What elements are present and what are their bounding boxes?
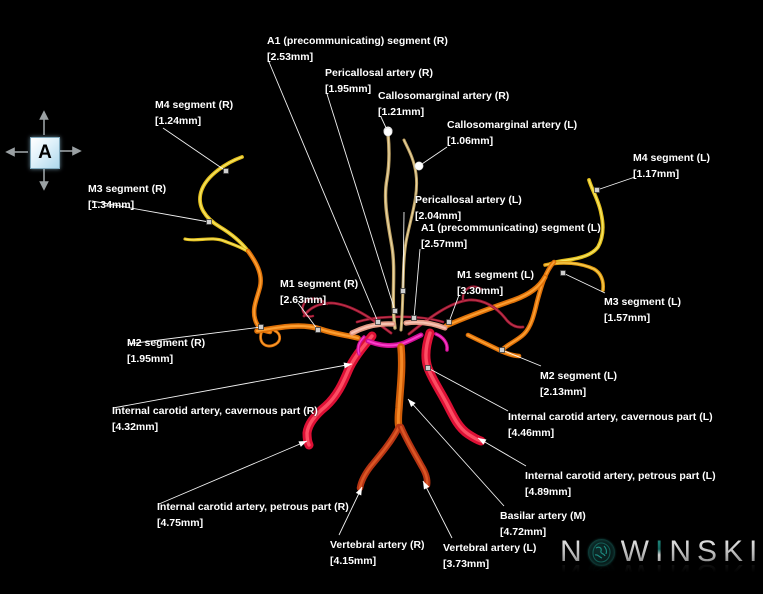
label-name: A1 (precommunicating) segment (L) [421, 222, 601, 234]
watermark-letter-0: N [560, 535, 582, 568]
orientation-marker[interactable]: A [2, 106, 88, 192]
label-name: Vertebral artery (L) [443, 542, 537, 554]
watermark-letter-5: S [697, 535, 718, 568]
label-name: M1 segment (R) [280, 278, 359, 290]
watermark-letter-4: N [669, 535, 692, 568]
label-m1-segment-l: M1 segment (L) [3.30mm] [457, 267, 534, 299]
pca-left-curl-highlight [462, 286, 482, 301]
label-name: M1 segment (L) [457, 269, 535, 281]
pcom-right-magenta-highlight [357, 336, 365, 355]
a1-right-artery-highlight [351, 322, 394, 334]
label-measurement: [4.46mm] [508, 427, 555, 439]
label-pericallosal-l: Pericallosal artery (L) [2.04mm] [415, 192, 522, 224]
label-measurement: [4.75mm] [157, 517, 204, 529]
label-name: Internal carotid artery, petrous part (L… [525, 470, 716, 482]
label-name: Basilar artery (M) [500, 510, 586, 522]
label-name: M2 segment (R) [127, 337, 206, 349]
label-basilar-m: Basilar artery (M) [4.72mm] [500, 508, 586, 540]
label-measurement: [1.95mm] [127, 353, 174, 365]
label-m2-segment-l: M2 segment (L) [2.13mm] [540, 368, 617, 400]
anterior-communicating-artery-highlight [367, 334, 422, 347]
a1-left-artery-highlight [405, 321, 446, 329]
label-measurement: [1.06mm] [447, 135, 494, 147]
label-callosomarginal-l: Callosomarginal artery (L) [1.06mm] [447, 117, 577, 149]
label-measurement: [4.32mm] [112, 421, 159, 433]
label-name: Pericallosal artery (R) [325, 67, 433, 79]
label-m4-segment-r: M4 segment (R) [1.24mm] [155, 97, 233, 129]
label-m3-segment-l: M3 segment (L) [1.57mm] [604, 294, 681, 326]
label-pericallosal-r: Pericallosal artery (R) [1.95mm] [325, 65, 433, 97]
watermark-letter-7: I [749, 535, 758, 568]
m1-left-artery-highlight [445, 276, 546, 327]
label-ica-cavernous-l: Internal carotid artery, cavernous part … [508, 409, 713, 441]
label-name: M3 segment (R) [88, 183, 167, 195]
arrow-down-head [39, 181, 49, 191]
label-measurement: [4.89mm] [525, 486, 572, 498]
label-a1-segment-r: A1 (precommunicating) segment (R) [2.53mm… [267, 33, 448, 65]
pcom-left-magenta-highlight [435, 333, 448, 351]
label-vertebral-l: Vertebral artery (L) [3.73mm] [443, 540, 536, 572]
label-measurement: [2.13mm] [540, 386, 587, 398]
label-measurement: [2.04mm] [415, 210, 462, 222]
m3-branch-right-artery-highlight [184, 238, 248, 252]
label-vertebral-r: Vertebral artery (R) [4.15mm] [330, 537, 425, 569]
label-measurement: [2.63mm] [280, 294, 327, 306]
arrow-left-head [5, 147, 15, 157]
label-measurement: [1.24mm] [155, 115, 202, 127]
label-m1-segment-r: M1 segment (R) [2.63mm] [280, 276, 358, 308]
label-name: Internal carotid artery, cavernous part … [112, 405, 318, 417]
label-measurement: [3.30mm] [457, 285, 504, 297]
label-a1-segment-l: A1 (precommunicating) segment (L) [2.57mm… [421, 220, 601, 252]
label-name: Vertebral artery (R) [330, 539, 425, 551]
arrow-right-head [72, 146, 82, 156]
label-measurement: [4.15mm] [330, 555, 377, 567]
label-measurement: [1.95mm] [325, 83, 372, 95]
orientation-letter[interactable]: A [30, 137, 60, 169]
label-measurement: [1.34mm] [88, 199, 135, 211]
watermark-letter-6: K [723, 535, 744, 568]
label-name: M4 segment (L) [633, 152, 711, 164]
brain-o-icon [587, 538, 615, 566]
arrow-up-head [39, 110, 49, 120]
label-measurement: [1.17mm] [633, 168, 680, 180]
label-measurement: [1.21mm] [378, 106, 425, 118]
label-name: Internal carotid artery, petrous part (R… [157, 501, 349, 513]
label-measurement: [2.53mm] [267, 51, 314, 63]
label-m2-segment-r: M2 segment (R) [1.95mm] [127, 335, 205, 367]
label-m3-segment-r: M3 segment (R) [1.34mm] [88, 181, 166, 213]
watermark-letter-2: W [620, 535, 649, 568]
label-name: Callosomarginal artery (R) [378, 90, 510, 102]
label-ica-cavernous-r: Internal carotid artery, cavernous part … [112, 403, 318, 435]
label-name: Pericallosal artery (L) [415, 194, 522, 206]
label-name: Callosomarginal artery (L) [447, 119, 578, 131]
basilar-artery-highlight [396, 345, 404, 429]
label-name: M4 segment (R) [155, 99, 234, 111]
watermark-letter-3: I [655, 535, 664, 568]
vertebral-right-artery-highlight [358, 425, 401, 490]
m4-left-artery-highlight [549, 179, 604, 265]
label-name: M2 segment (L) [540, 370, 618, 382]
label-name: M3 segment (L) [604, 296, 682, 308]
label-measurement: [2.57mm] [421, 238, 468, 250]
label-ica-petrous-l: Internal carotid artery, petrous part (L… [525, 468, 716, 500]
label-measurement: [4.72mm] [500, 526, 547, 538]
label-ica-petrous-r: Internal carotid artery, petrous part (R… [157, 499, 349, 531]
label-measurement: [1.57mm] [604, 312, 651, 324]
label-measurement: [3.73mm] [443, 558, 490, 570]
label-name: Internal carotid artery, cavernous part … [508, 411, 713, 423]
pca-left-artery-highlight [408, 299, 524, 335]
label-name: A1 (precommunicating) segment (R) [267, 35, 448, 47]
label-m4-segment-l: M4 segment (L) [1.17mm] [633, 150, 710, 182]
orientation-arrows [5, 110, 82, 191]
